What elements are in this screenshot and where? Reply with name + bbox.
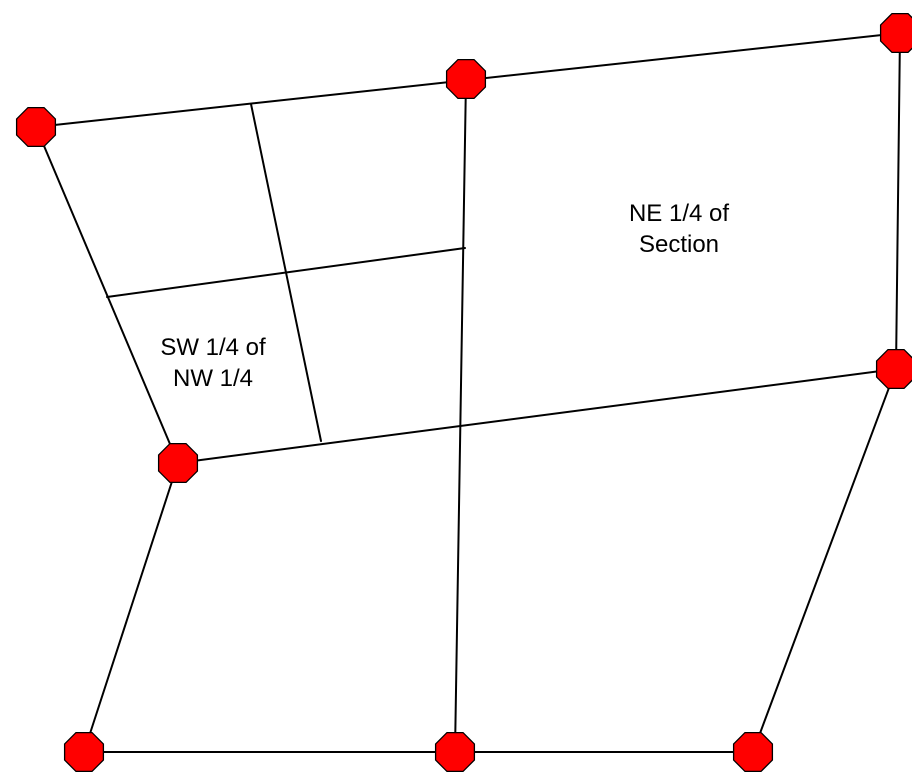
survey-lines	[35, 32, 901, 753]
corner-marker-sw	[63, 731, 105, 773]
corner-marker-nw	[15, 106, 57, 148]
north-south-quarter-line	[454, 78, 467, 753]
corner-marker-south-quarter	[434, 731, 476, 773]
corner-marker-west-quarter	[157, 442, 199, 484]
corner-marker-se	[732, 731, 774, 773]
section-corners	[15, 12, 912, 773]
ne-quarter-label-line2: Section	[639, 231, 719, 258]
west-boundary-lower-line	[83, 462, 179, 753]
sw-of-nw-label-line1: SW 1/4 of	[160, 334, 266, 361]
ne-quarter-label-line1: NE 1/4 of	[629, 200, 729, 227]
corner-marker-ne	[879, 12, 912, 54]
east-boundary-lower-line	[752, 368, 897, 753]
east-west-quarter-line	[177, 368, 897, 464]
nw-quarter-horizontal-division-line	[106, 247, 466, 298]
parcel-labels: NE 1/4 of Section SW 1/4 of NW 1/4	[160, 200, 729, 392]
east-boundary-upper-line	[895, 32, 901, 370]
corner-marker-east-quarter	[875, 348, 912, 390]
west-boundary-upper-line	[35, 126, 179, 464]
sw-of-nw-label-line2: NW 1/4	[173, 365, 253, 392]
corner-marker-north-quarter	[445, 58, 487, 100]
